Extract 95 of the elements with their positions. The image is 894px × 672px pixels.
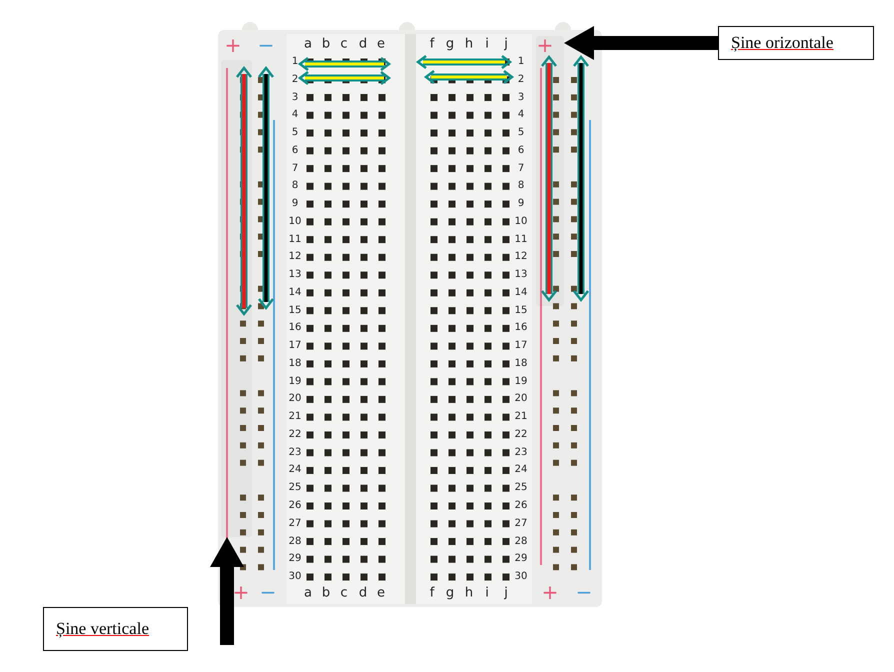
row-number: 26: [288, 501, 302, 511]
row-number: 15: [514, 306, 528, 316]
polarity-sign: +: [536, 35, 554, 55]
column-letter: h: [464, 38, 474, 50]
row-number: 25: [514, 483, 528, 494]
row-number: 7: [292, 164, 298, 174]
row-number: 19: [288, 376, 302, 387]
column-letter: c: [340, 586, 348, 600]
row-number: 6: [518, 146, 524, 156]
row-number: 2: [518, 74, 524, 85]
row-number: 28: [514, 536, 528, 547]
column-letter: d: [358, 38, 368, 50]
callout-text: Șine orizontale: [731, 33, 834, 53]
arrow: [210, 537, 244, 645]
column-letter: e: [377, 586, 385, 600]
column-letter: b: [322, 586, 330, 600]
polarity-sign: +: [224, 35, 242, 55]
polarity-sign: −: [260, 582, 276, 602]
column-letter: i: [485, 38, 489, 50]
column-letter: a: [304, 586, 312, 600]
row-number: 16: [514, 323, 528, 334]
row-number: 22: [514, 430, 528, 440]
row-number: 23: [514, 448, 528, 458]
power-rail-strip: [536, 36, 564, 306]
row-number: 14: [288, 288, 302, 298]
row-number: 5: [518, 128, 524, 138]
column-letter: b: [322, 38, 330, 50]
column-letter: a: [304, 38, 312, 50]
row-number: 7: [518, 164, 524, 174]
row-number: 16: [288, 323, 302, 334]
row-number: 11: [514, 234, 528, 245]
column-letter: f: [430, 586, 434, 600]
polarity-sign: −: [576, 582, 592, 602]
row-number: 27: [514, 518, 528, 529]
column-letter: g: [446, 586, 454, 600]
row-number: 28: [288, 536, 302, 547]
column-letter: c: [340, 38, 348, 50]
column-letter: i: [485, 586, 489, 600]
row-number: 24: [514, 465, 528, 476]
row-number: 20: [288, 394, 302, 404]
row-number: 18: [514, 358, 528, 369]
row-number: 13: [288, 270, 302, 280]
row-number: 21: [514, 412, 528, 422]
polarity-sign: +: [232, 582, 250, 602]
column-letter: f: [430, 38, 434, 50]
row-number: 30: [514, 572, 528, 582]
row-number: 27: [288, 518, 302, 529]
row-number: 1: [518, 57, 524, 67]
power-rail-strip: [221, 60, 252, 537]
row-number: 9: [292, 199, 298, 210]
row-number: 11: [288, 234, 302, 245]
row-number: 3: [292, 92, 298, 103]
row-number: 5: [292, 128, 298, 138]
text-box: [718, 26, 874, 60]
row-number: 14: [514, 288, 528, 298]
row-number: 4: [518, 110, 524, 120]
column-letter: j: [504, 38, 508, 50]
row-number: 10: [288, 216, 302, 227]
row-number: 17: [514, 341, 528, 352]
row-number: 18: [288, 358, 302, 369]
row-number: 29: [288, 554, 302, 564]
row-number: 1: [292, 57, 298, 67]
row-number: 3: [518, 92, 524, 103]
column-letter: j: [504, 586, 508, 600]
row-number: 12: [514, 252, 528, 262]
row-number: 6: [292, 146, 298, 156]
callout-text: Șine verticale: [56, 619, 149, 639]
row-number: 12: [288, 252, 302, 262]
row-number: 8: [292, 181, 298, 192]
column-letter: g: [446, 38, 454, 50]
row-number: 2: [292, 74, 298, 85]
row-number: 26: [514, 501, 528, 511]
row-number: 19: [514, 376, 528, 387]
row-number: 9: [518, 199, 524, 210]
row-number: 15: [288, 306, 302, 316]
text-box: [43, 607, 188, 651]
row-number: 24: [288, 465, 302, 476]
row-number: 17: [288, 341, 302, 352]
row-number: 21: [288, 412, 302, 422]
row-number: 30: [288, 572, 302, 582]
row-number: 4: [292, 110, 298, 120]
row-number: 25: [288, 483, 302, 494]
column-letter: e: [377, 38, 385, 50]
row-number: 13: [514, 270, 528, 280]
arrow: [564, 26, 718, 60]
column-letter: h: [464, 586, 474, 600]
polarity-sign: −: [258, 35, 274, 55]
row-number: 23: [288, 448, 302, 458]
row-number: 29: [514, 554, 528, 564]
column-letter: d: [358, 586, 368, 600]
polarity-sign: +: [542, 582, 558, 602]
row-number: 20: [514, 394, 528, 404]
row-number: 8: [518, 181, 524, 192]
row-number: 22: [288, 430, 302, 440]
row-number: 10: [514, 216, 528, 227]
